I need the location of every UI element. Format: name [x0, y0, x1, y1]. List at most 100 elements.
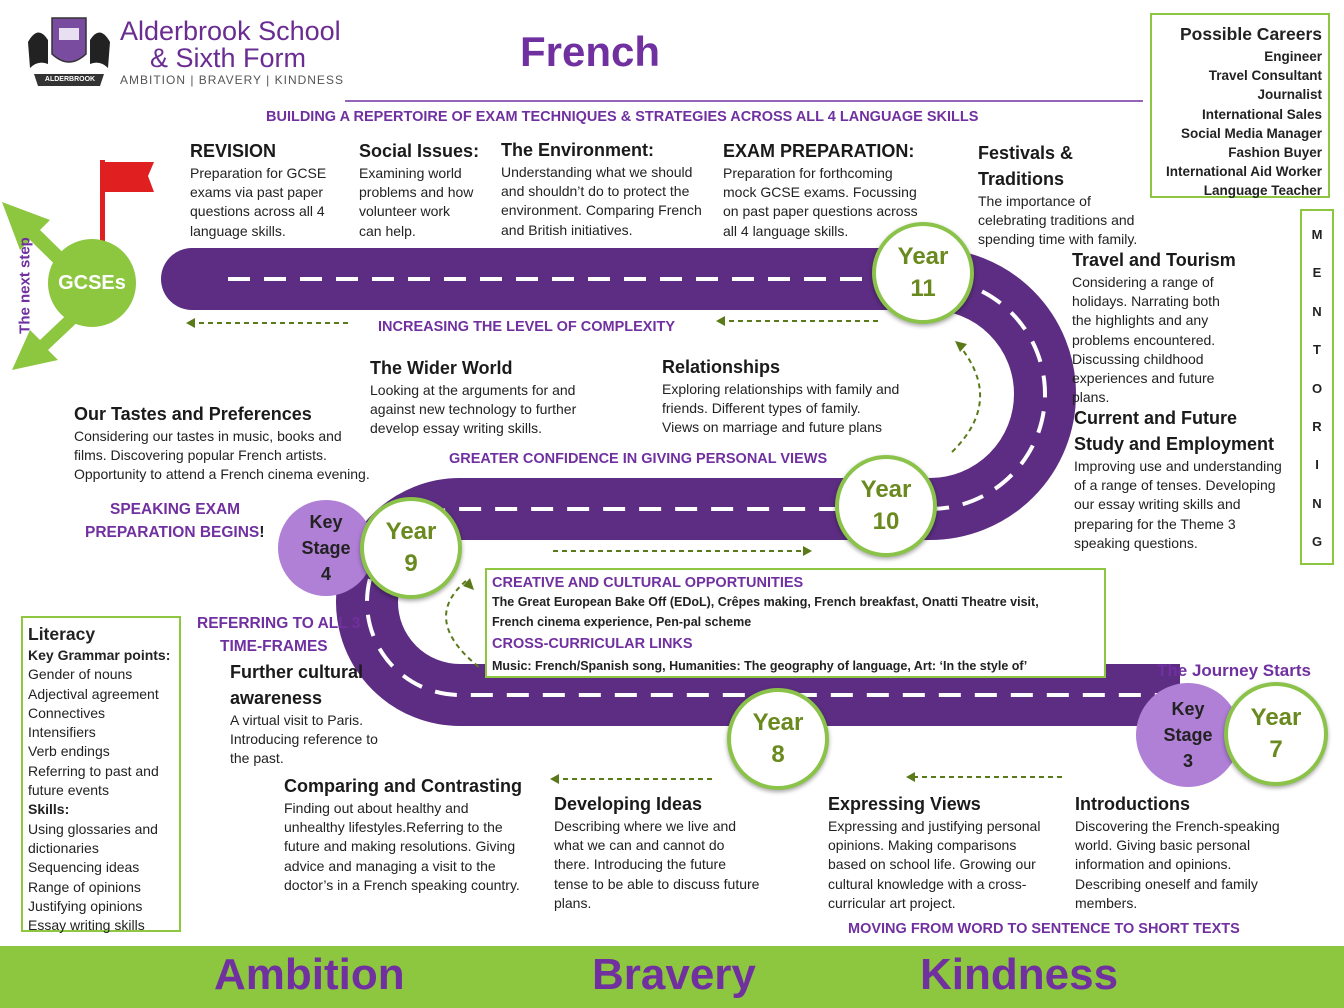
grammar-item: Connectives [28, 704, 106, 721]
topic-cultural-title: awareness [230, 688, 323, 708]
topic-relationships-line: Exploring relationships with family and [662, 381, 900, 397]
grammar-item: Verb endings [28, 743, 110, 760]
topic-exam-line: all 4 language skills. [723, 222, 849, 239]
topic-comparing-line: unhealthy lifestyles.Referring to the [284, 819, 503, 836]
gcse-circle: GCSEs [48, 239, 136, 327]
topic-expressing-title: Expressing Views [828, 794, 981, 814]
banner-speaking-text: PREPARATION BEGINS [85, 524, 260, 541]
topic-introductions-line: Describing oneself and family [1075, 875, 1258, 892]
topic-environment-line: and British initiatives. [501, 221, 633, 238]
footer-bravery: Bravery [592, 950, 756, 999]
topic-revision-line: Preparation for GCSE [190, 165, 327, 181]
topic-relationships: Relationships Exploring relationships wi… [662, 354, 932, 438]
year-11-number: 11 [910, 275, 936, 302]
topic-relationships-title: Relationships [662, 357, 781, 377]
journey-starts-label: The Journey Starts [1157, 661, 1311, 680]
flag-icon [100, 160, 154, 248]
grammar-heading: Key Grammar points: [28, 647, 171, 663]
mentoring-letter: M [1311, 227, 1323, 242]
literacy-box: Literacy Key Grammar points: Gender of n… [21, 616, 181, 934]
topic-travel-line: plans. [1072, 389, 1110, 406]
creative-line: The Great European Bake Off (EDoL), Crêp… [492, 595, 1039, 609]
topic-environment-title: The Environment: [501, 140, 655, 160]
topic-comparing-title: Comparing and Contrasting [284, 776, 522, 796]
topic-cultural-title: Further cultural [230, 662, 364, 682]
career-item: International Aid Worker [1165, 164, 1322, 180]
banner-speaking-line1: SPEAKING EXAM [110, 501, 241, 518]
road-end-cap [161, 248, 223, 310]
ks3-number: 3 [1182, 751, 1193, 771]
topic-festivals-title: Traditions [978, 169, 1065, 189]
topic-study-title: Current and Future [1074, 408, 1238, 428]
skill-item: dictionaries [28, 839, 99, 856]
topic-travel-title: Travel and Tourism [1072, 250, 1236, 270]
topic-expressing-line: cultural knowledge with a cross- [828, 875, 1027, 892]
topic-relationships-line: Views on marriage and future plans [662, 419, 882, 436]
topic-developing-line: there. Introducing the future [554, 856, 726, 873]
ks4-word1: Key [309, 512, 343, 532]
topic-wider-line: Looking at the arguments for and [370, 382, 576, 398]
year-7-number: 7 [1269, 736, 1283, 763]
topic-developing-line: tense to be able to discuss future [554, 875, 760, 892]
topic-comparing-line: advice and managing a visit to the [284, 857, 496, 874]
topic-introductions-line: Discovering the French-speaking [1075, 818, 1280, 834]
topic-exam-preparation: EXAM PREPARATION: Preparation for forthc… [723, 138, 938, 241]
topic-expressing-line: based on school life. Growing our [828, 856, 1036, 873]
topic-travel-line: Considering a range of [1072, 274, 1214, 290]
career-item: Social Media Manager [1180, 125, 1322, 141]
topic-cultural-awareness: Further cultural awareness A virtual vis… [230, 659, 390, 769]
topic-study-line: Improving use and understanding [1074, 458, 1282, 474]
school-name-line1: Alderbrook School [120, 16, 341, 46]
topic-social-line: Examining world [359, 165, 462, 181]
year-9-word: Year [385, 518, 437, 545]
mentoring-box: M E N T O R I N G [1300, 209, 1334, 565]
topic-introductions-line: information and opinions. [1075, 856, 1232, 873]
topic-introductions: Introductions Discovering the French-spe… [1075, 791, 1305, 913]
career-item: Language Teacher [1203, 183, 1322, 199]
grammar-item: Intensifiers [28, 724, 96, 741]
mentoring-letter: G [1311, 534, 1323, 550]
topic-developing: Developing Ideas Describing where we liv… [554, 791, 794, 913]
topic-study-title: Study and Employment [1074, 434, 1275, 454]
year-8-word: Year [752, 709, 804, 736]
banner-top: BUILDING A REPERTOIRE OF EXAM TECHNIQUES… [266, 109, 979, 125]
year-8-number: 8 [771, 741, 785, 768]
skill-item: Sequencing ideas [28, 859, 140, 876]
ks3-word1: Key [1171, 699, 1205, 719]
mentoring-letter: N [1312, 495, 1322, 511]
ks3-word2: Stage [1163, 725, 1213, 745]
skills-heading: Skills: [28, 801, 70, 818]
direction-arrows [192, 320, 1062, 780]
crest-ribbon-text: ALDERBROOK [44, 76, 96, 83]
topic-cultural-line: the past. [230, 750, 284, 767]
topic-cultural-line: Introducing reference to [230, 731, 378, 748]
topic-environment-line: Understanding what we should [501, 164, 693, 180]
topic-developing-line: plans. [554, 894, 592, 911]
banner-confidence: GREATER CONFIDENCE IN GIVING PERSONAL VI… [449, 451, 828, 467]
topic-relationships-line: friends. Different types of family. [662, 400, 861, 417]
year-9-number: 9 [404, 550, 418, 577]
next-step-label: The next step [16, 237, 34, 334]
topic-festivals-line: The importance of [978, 193, 1091, 209]
topic-environment: The Environment: Understanding what we s… [501, 137, 716, 240]
topic-festivals-line: celebrating traditions and [978, 212, 1135, 229]
school-name-line2: & Sixth Form [150, 43, 307, 73]
topic-travel-line: problems encountered. [1072, 331, 1216, 348]
cross-curricular-line: Music: French/Spanish song, Humanities: … [492, 659, 1028, 673]
topic-study-line: preparing for the Theme 3 [1074, 515, 1236, 532]
career-item: International Sales [1201, 106, 1322, 122]
school-crest-icon [22, 12, 116, 90]
skill-item: Essay writing skills [28, 917, 145, 934]
banner-word-to-text: MOVING FROM WORD TO SENTENCE TO SHORT TE… [848, 921, 1240, 937]
topic-introductions-line: world. Giving basic personal [1075, 837, 1251, 854]
topic-travel-line: the highlights and any [1072, 312, 1209, 329]
mentoring-letter: N [1312, 303, 1322, 319]
topic-introductions-title: Introductions [1075, 794, 1190, 814]
grammar-item: future events [28, 782, 109, 799]
careers-heading: Possible Careers [1179, 24, 1322, 44]
topic-tastes-line: films. Discovering popular French artist… [74, 447, 327, 464]
footer-band: Ambition Bravery Kindness [0, 946, 1344, 1008]
topic-travel-line: Discussing childhood [1072, 350, 1204, 367]
